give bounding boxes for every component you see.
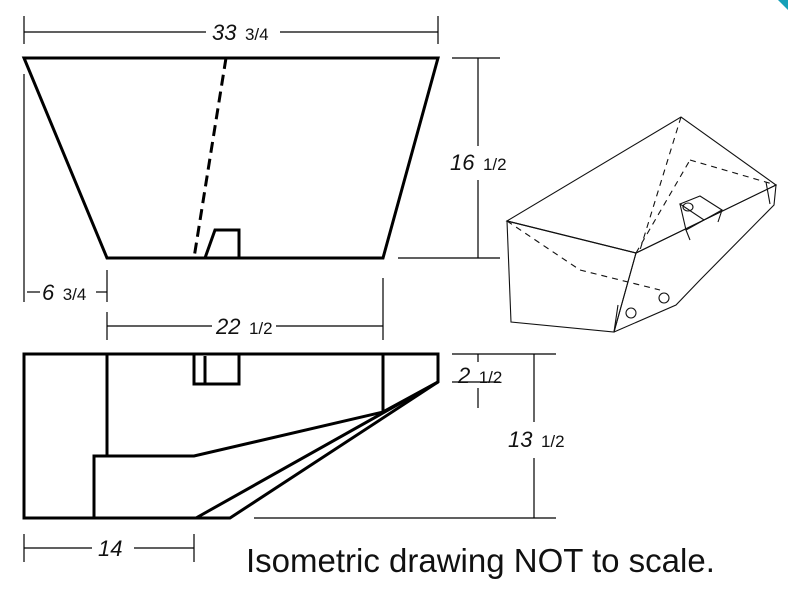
side-slope-line [195,380,439,520]
front-view [21,56,440,260]
front-hidden-edge [192,57,228,259]
svg-text:14: 14 [98,536,122,561]
dim-offset-main: 6 [42,280,55,305]
dim-lip-depth-main: 2 [457,363,470,388]
iso-hidden-edge-4 [689,159,777,186]
dim-top-width-frac: 3/4 [245,25,269,44]
dim-offset: 6 3/4 [23,74,108,305]
iso-top-face [505,116,778,254]
iso-hidden-edge-5 [639,116,682,251]
dim-side-height: 13 1/2 [254,354,565,519]
svg-text:33 3/4: 33 3/4 [212,20,269,45]
iso-right-face [613,184,777,333]
dim-height-frac: 1/2 [483,155,507,174]
svg-text:22 1/2: 22 1/2 [215,314,273,339]
dim-offset-frac: 3/4 [63,285,87,304]
front-fill-neck [203,228,241,259]
side-step-line [92,380,439,518]
dim-lip-depth: 2 1/2 [452,353,556,408]
corner-accent [778,0,788,10]
iso-fill-neck-top [678,195,724,221]
iso-fitting-hole-1 [625,307,637,319]
svg-text:13 1/2: 13 1/2 [508,427,565,452]
iso-hidden-edge-1 [506,220,581,271]
dim-bottom-width-main: 22 [215,314,240,339]
dim-top-width: 33 3/4 [23,16,439,45]
isometric-view [505,116,778,333]
svg-text:6 3/4: 6 3/4 [42,280,86,305]
side-fill-neck [192,354,241,386]
dim-side-height-main: 13 [508,427,533,452]
dim-top-width-main: 33 [212,20,237,45]
iso-hidden-edge-3 [635,159,691,254]
dim-lip-depth-frac: 1/2 [479,368,503,387]
iso-fill-neck-hole [682,202,694,212]
dim-bottom-width: 22 1/2 [106,278,384,340]
iso-fitting-hole-2 [658,292,670,304]
dim-side-height-frac: 1/2 [541,432,565,451]
dim-base-length-main: 14 [98,536,122,561]
dim-bottom-width-frac: 1/2 [249,319,273,338]
svg-text:2 1/2: 2 1/2 [457,363,502,388]
side-outline [22,352,440,520]
dim-height-main: 16 [450,150,475,175]
side-view [22,352,440,520]
iso-hidden-edge-2 [579,269,661,291]
dim-base-length: 14 [23,534,195,562]
front-outline [21,56,440,260]
caption-not-to-scale: Isometric drawing NOT to scale. [246,542,715,579]
dim-height: 16 1/2 [398,57,507,259]
svg-text:16 1/2: 16 1/2 [450,150,507,175]
